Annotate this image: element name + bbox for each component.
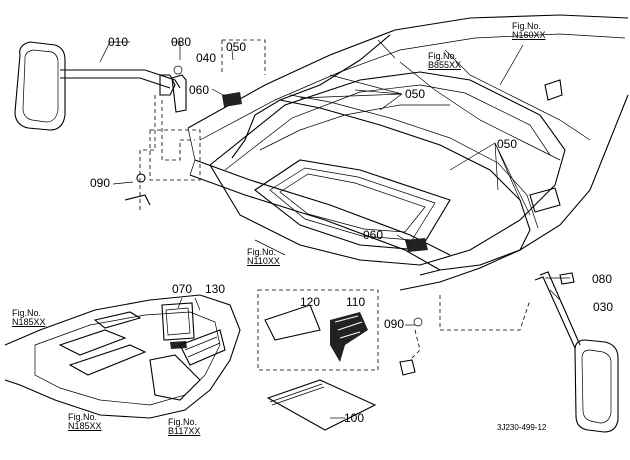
part-010-label: 010 [108, 35, 129, 49]
part-050-box-label: 050 [226, 40, 247, 54]
part-050-b-label: 050 [497, 137, 518, 151]
sunroof [254, 159, 451, 251]
part-070-label: 070 [172, 282, 193, 296]
roof-panel [209, 71, 566, 266]
part-120-label: 120 [300, 295, 321, 309]
group-boxes [149, 39, 266, 181]
part-110-label: 110 [346, 295, 366, 309]
leaders [99, 39, 570, 419]
fig-ref-n160-caption: Fig.No. [512, 21, 542, 31]
part-080-right-label: 080 [592, 272, 613, 286]
pads [222, 79, 563, 252]
part-090-right-label: 090 [384, 317, 405, 331]
fig-ref-n185-top-caption: Fig.No. [12, 308, 42, 318]
drawing-code: 3J230-499-12 [497, 423, 547, 432]
fig-ref-n185-top-number: N185XX [12, 317, 46, 328]
fig-ref-b855: Fig.No. B855XX [428, 51, 462, 71]
manual [266, 379, 377, 431]
fig-ref-n160: Fig.No. N160XX [512, 21, 546, 41]
part-080-top-label: 080 [171, 35, 192, 49]
part-090-left-label: 090 [90, 176, 111, 190]
fig-ref-n185-bottom: Fig.No. N185XX [68, 412, 102, 432]
part-030-label: 030 [593, 300, 614, 314]
left-mirror [14, 41, 195, 210]
part-060-top-label: 060 [189, 83, 210, 97]
wire-harness [231, 34, 539, 276]
fig-ref-b117-number: B117XX [168, 426, 201, 437]
right-mirror [399, 271, 619, 433]
fig-ref-b855-caption: Fig.No. [428, 51, 458, 61]
console [4, 294, 241, 419]
fig-ref-n185-bottom-number: N185XX [68, 421, 102, 432]
fig-ref-n185-top: Fig.No. N185XX [12, 308, 46, 328]
fig-ref-n110-number: N110XX [247, 256, 280, 267]
fig-ref-b117-caption: Fig.No. [168, 417, 198, 427]
decal-box [257, 289, 379, 371]
part-040-label: 040 [196, 51, 217, 65]
part-060-mid-label: 060 [363, 228, 384, 242]
part-050-a-label: 050 [405, 87, 426, 101]
fig-ref-n160-number: N160XX [512, 30, 546, 41]
part-100-label: 100 [344, 411, 365, 425]
fig-ref-b117: Fig.No. B117XX [168, 417, 201, 437]
part-130-label: 130 [205, 282, 226, 296]
fig-ref-n185-bottom-caption: Fig.No. [68, 412, 98, 422]
fig-ref-n110: Fig.No. N110XX [247, 247, 280, 267]
fig-ref-n110-caption: Fig.No. [247, 247, 277, 257]
fig-ref-b855-number: B855XX [428, 60, 462, 71]
